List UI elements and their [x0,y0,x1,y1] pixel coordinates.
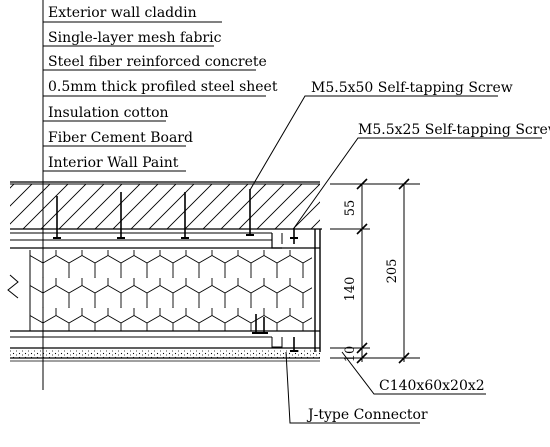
dim-total: 205 [385,259,400,284]
callout-channel: C140x60x20x2 [379,378,485,394]
layer-label-steel-fiber-concrete: Steel fiber reinforced concrete [48,54,267,70]
dim-middle: 140 [343,277,358,302]
dim-bottom: 10 [343,346,358,363]
layer-label-exterior-cladding: Exterior wall claddin [48,5,197,21]
concrete-layer [10,184,320,229]
layer-labels: Exterior wall claddin Single-layer mesh … [48,5,278,171]
layer-label-mesh-fabric: Single-layer mesh fabric [48,30,222,46]
dim-top: 55 [343,200,358,217]
long-screws [53,189,254,239]
callout-connector: J-type Connector [306,407,428,423]
layer-label-interior-wall-paint: Interior Wall Paint [48,155,179,171]
fiber-cement-board [10,350,320,358]
callout-leaders [249,95,542,424]
layer-label-profiled-steel-sheet: 0.5mm thick profiled steel sheet [48,79,278,95]
break-mark [7,274,19,299]
layer-label-leaders [43,21,266,172]
dimension-lines [330,178,420,364]
layer-label-insulation-cotton: Insulation cotton [48,105,169,121]
layer-label-fiber-cement-board: Fiber Cement Board [48,130,193,146]
callout-screw-long: M5.5x50 Self-tapping Screw [311,80,513,96]
callout-screw-short: M5.5x25 Self-tapping Screw [358,122,550,138]
insulation-layer [30,250,312,331]
short-screws [252,228,298,352]
wall-section [7,181,322,362]
